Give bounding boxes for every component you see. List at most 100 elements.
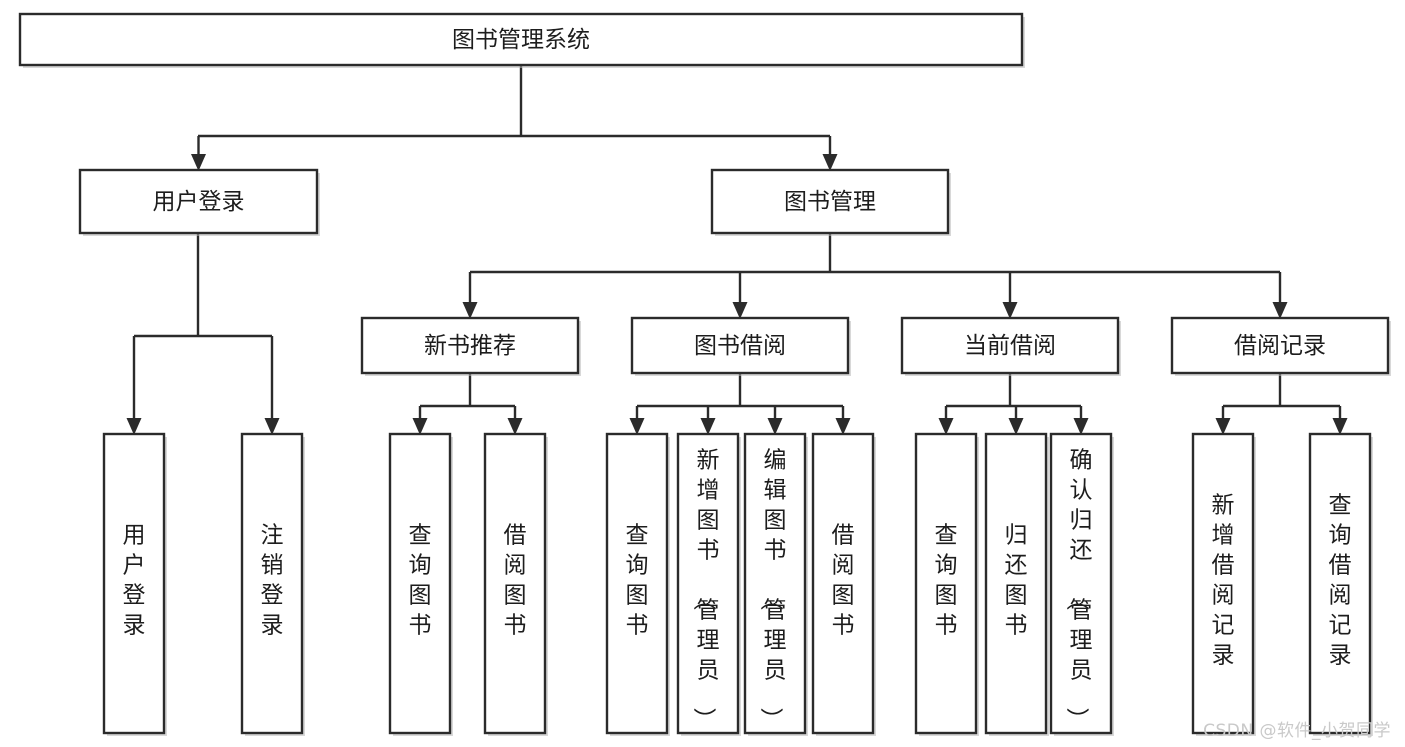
- node-label: 新书推荐: [424, 333, 516, 359]
- node-label: 新增图书（管理员）: [691, 448, 720, 731]
- node-leaf-rec-query[interactable]: 查询图书: [388, 432, 453, 736]
- arrow-head-icon: [191, 154, 206, 171]
- connector-bar-admin: [470, 233, 1280, 274]
- connector-to-user-login: [191, 136, 206, 171]
- arrow-head-icon: [767, 418, 783, 435]
- node-rect: [605, 432, 669, 735]
- node-rect: [710, 168, 950, 235]
- node-rect: [743, 432, 807, 735]
- node-label: 查询借阅记录: [1329, 493, 1352, 669]
- arrow-head-icon: [1332, 418, 1348, 435]
- node-rect: [388, 432, 452, 735]
- node-leaf-borrow-query[interactable]: 查询图书: [605, 432, 670, 736]
- connector-to-leaf-borrow-lend: [835, 406, 851, 435]
- node-leaf-borrow-add[interactable]: 新增图书（管理员）: [676, 432, 741, 736]
- node-current-borrow[interactable]: 当前借阅: [900, 316, 1121, 376]
- arrow-head-icon: [507, 418, 523, 435]
- node-rect: [240, 432, 304, 735]
- node-rect: [676, 432, 740, 735]
- node-label: 归还图书: [1005, 523, 1028, 639]
- node-rect: [630, 316, 850, 375]
- arrow-head-icon: [938, 418, 954, 435]
- node-label: 当前借阅: [964, 333, 1056, 359]
- node-rect: [483, 432, 547, 735]
- node-label: 编辑图书（管理员）: [758, 448, 787, 731]
- node-label: 借阅记录: [1234, 333, 1326, 359]
- connector-to-leaf-cur-return: [1008, 406, 1024, 435]
- arrow-head-icon: [732, 302, 748, 319]
- node-rect: [360, 316, 580, 375]
- node-leaf-rec-search[interactable]: 查询借阅记录: [1308, 432, 1373, 736]
- connector-to-book-borrow: [732, 272, 748, 319]
- connector-layer: [126, 65, 1348, 435]
- connector-to-new-book-rec: [462, 272, 478, 319]
- arrow-head-icon: [1272, 302, 1288, 319]
- connector-to-leaf-borrow-add: [700, 406, 716, 435]
- node-user-login[interactable]: 用户登录: [78, 168, 320, 236]
- connector-to-leaf-user-login: [126, 336, 142, 435]
- node-rect: [78, 168, 319, 235]
- node-label: 注销登录: [261, 523, 284, 639]
- arrow-head-icon: [822, 154, 838, 171]
- node-label: 查询图书: [935, 523, 958, 639]
- arrow-head-icon: [1215, 418, 1231, 435]
- connector-to-leaf-rec-borrow: [507, 406, 523, 435]
- node-leaf-user-login[interactable]: 用户登录: [102, 432, 167, 736]
- connector-to-leaf-rec-search: [1332, 406, 1348, 435]
- node-rect: [1308, 432, 1372, 735]
- node-label: 查询图书: [626, 523, 649, 639]
- connector-to-current-borrow: [1002, 272, 1018, 319]
- connector-bar-root: [198, 65, 830, 138]
- arrow-head-icon: [700, 418, 716, 435]
- node-leaf-user-logout[interactable]: 注销登录: [240, 432, 305, 736]
- connector-to-borrow-record: [1272, 272, 1288, 319]
- node-layer: 图书管理系统用户登录图书管理新书推荐图书借阅当前借阅借阅记录用户登录注销登录查询…: [18, 12, 1391, 736]
- connector-bar-cur: [946, 373, 1081, 408]
- node-label: 借阅图书: [504, 523, 527, 639]
- node-label: 图书借阅: [694, 333, 786, 359]
- node-rect: [900, 316, 1120, 375]
- arrow-head-icon: [412, 418, 428, 435]
- node-label: 用户登录: [123, 523, 146, 639]
- node-label: 查询图书: [409, 523, 432, 639]
- node-book-admin[interactable]: 图书管理: [710, 168, 951, 236]
- node-leaf-cur-confirm[interactable]: 确认归还（管理员）: [1049, 432, 1114, 736]
- connector-bar-borrow: [637, 373, 843, 408]
- node-label: 图书管理: [784, 189, 876, 215]
- arrow-head-icon: [126, 418, 142, 435]
- node-leaf-rec-borrow[interactable]: 借阅图书: [483, 432, 548, 736]
- node-leaf-cur-return[interactable]: 归还图书: [984, 432, 1049, 736]
- connector-to-leaf-rec-query: [412, 406, 428, 435]
- node-rect: [1191, 432, 1255, 735]
- node-label: 图书管理系统: [452, 27, 590, 53]
- node-root[interactable]: 图书管理系统: [18, 12, 1025, 68]
- arrow-head-icon: [462, 302, 478, 319]
- node-label: 新增借阅记录: [1212, 493, 1235, 669]
- arrow-head-icon: [629, 418, 645, 435]
- arrow-head-icon: [264, 418, 280, 435]
- node-rect: [1049, 432, 1113, 735]
- node-rect: [102, 432, 166, 735]
- node-rect: [914, 432, 978, 735]
- connector-bar-user: [134, 233, 272, 338]
- connector-to-leaf-user-logout: [264, 336, 280, 435]
- node-rect: [1170, 316, 1390, 375]
- connector-to-leaf-rec-add: [1215, 406, 1231, 435]
- arrow-head-icon: [835, 418, 851, 435]
- node-leaf-borrow-lend[interactable]: 借阅图书: [811, 432, 876, 736]
- connector-to-book-admin: [822, 136, 838, 171]
- node-borrow-record[interactable]: 借阅记录: [1170, 316, 1391, 376]
- arrow-head-icon: [1073, 418, 1089, 435]
- node-label: 用户登录: [153, 189, 245, 215]
- node-book-borrow[interactable]: 图书借阅: [630, 316, 851, 376]
- connector-to-leaf-cur-confirm: [1073, 406, 1089, 435]
- connector-to-leaf-borrow-query: [629, 406, 645, 435]
- node-leaf-cur-query[interactable]: 查询图书: [914, 432, 979, 736]
- node-leaf-rec-add[interactable]: 新增借阅记录: [1191, 432, 1256, 736]
- node-leaf-borrow-edit[interactable]: 编辑图书（管理员）: [743, 432, 808, 736]
- node-new-book-rec[interactable]: 新书推荐: [360, 316, 581, 376]
- node-rect: [811, 432, 875, 735]
- arrow-head-icon: [1002, 302, 1018, 319]
